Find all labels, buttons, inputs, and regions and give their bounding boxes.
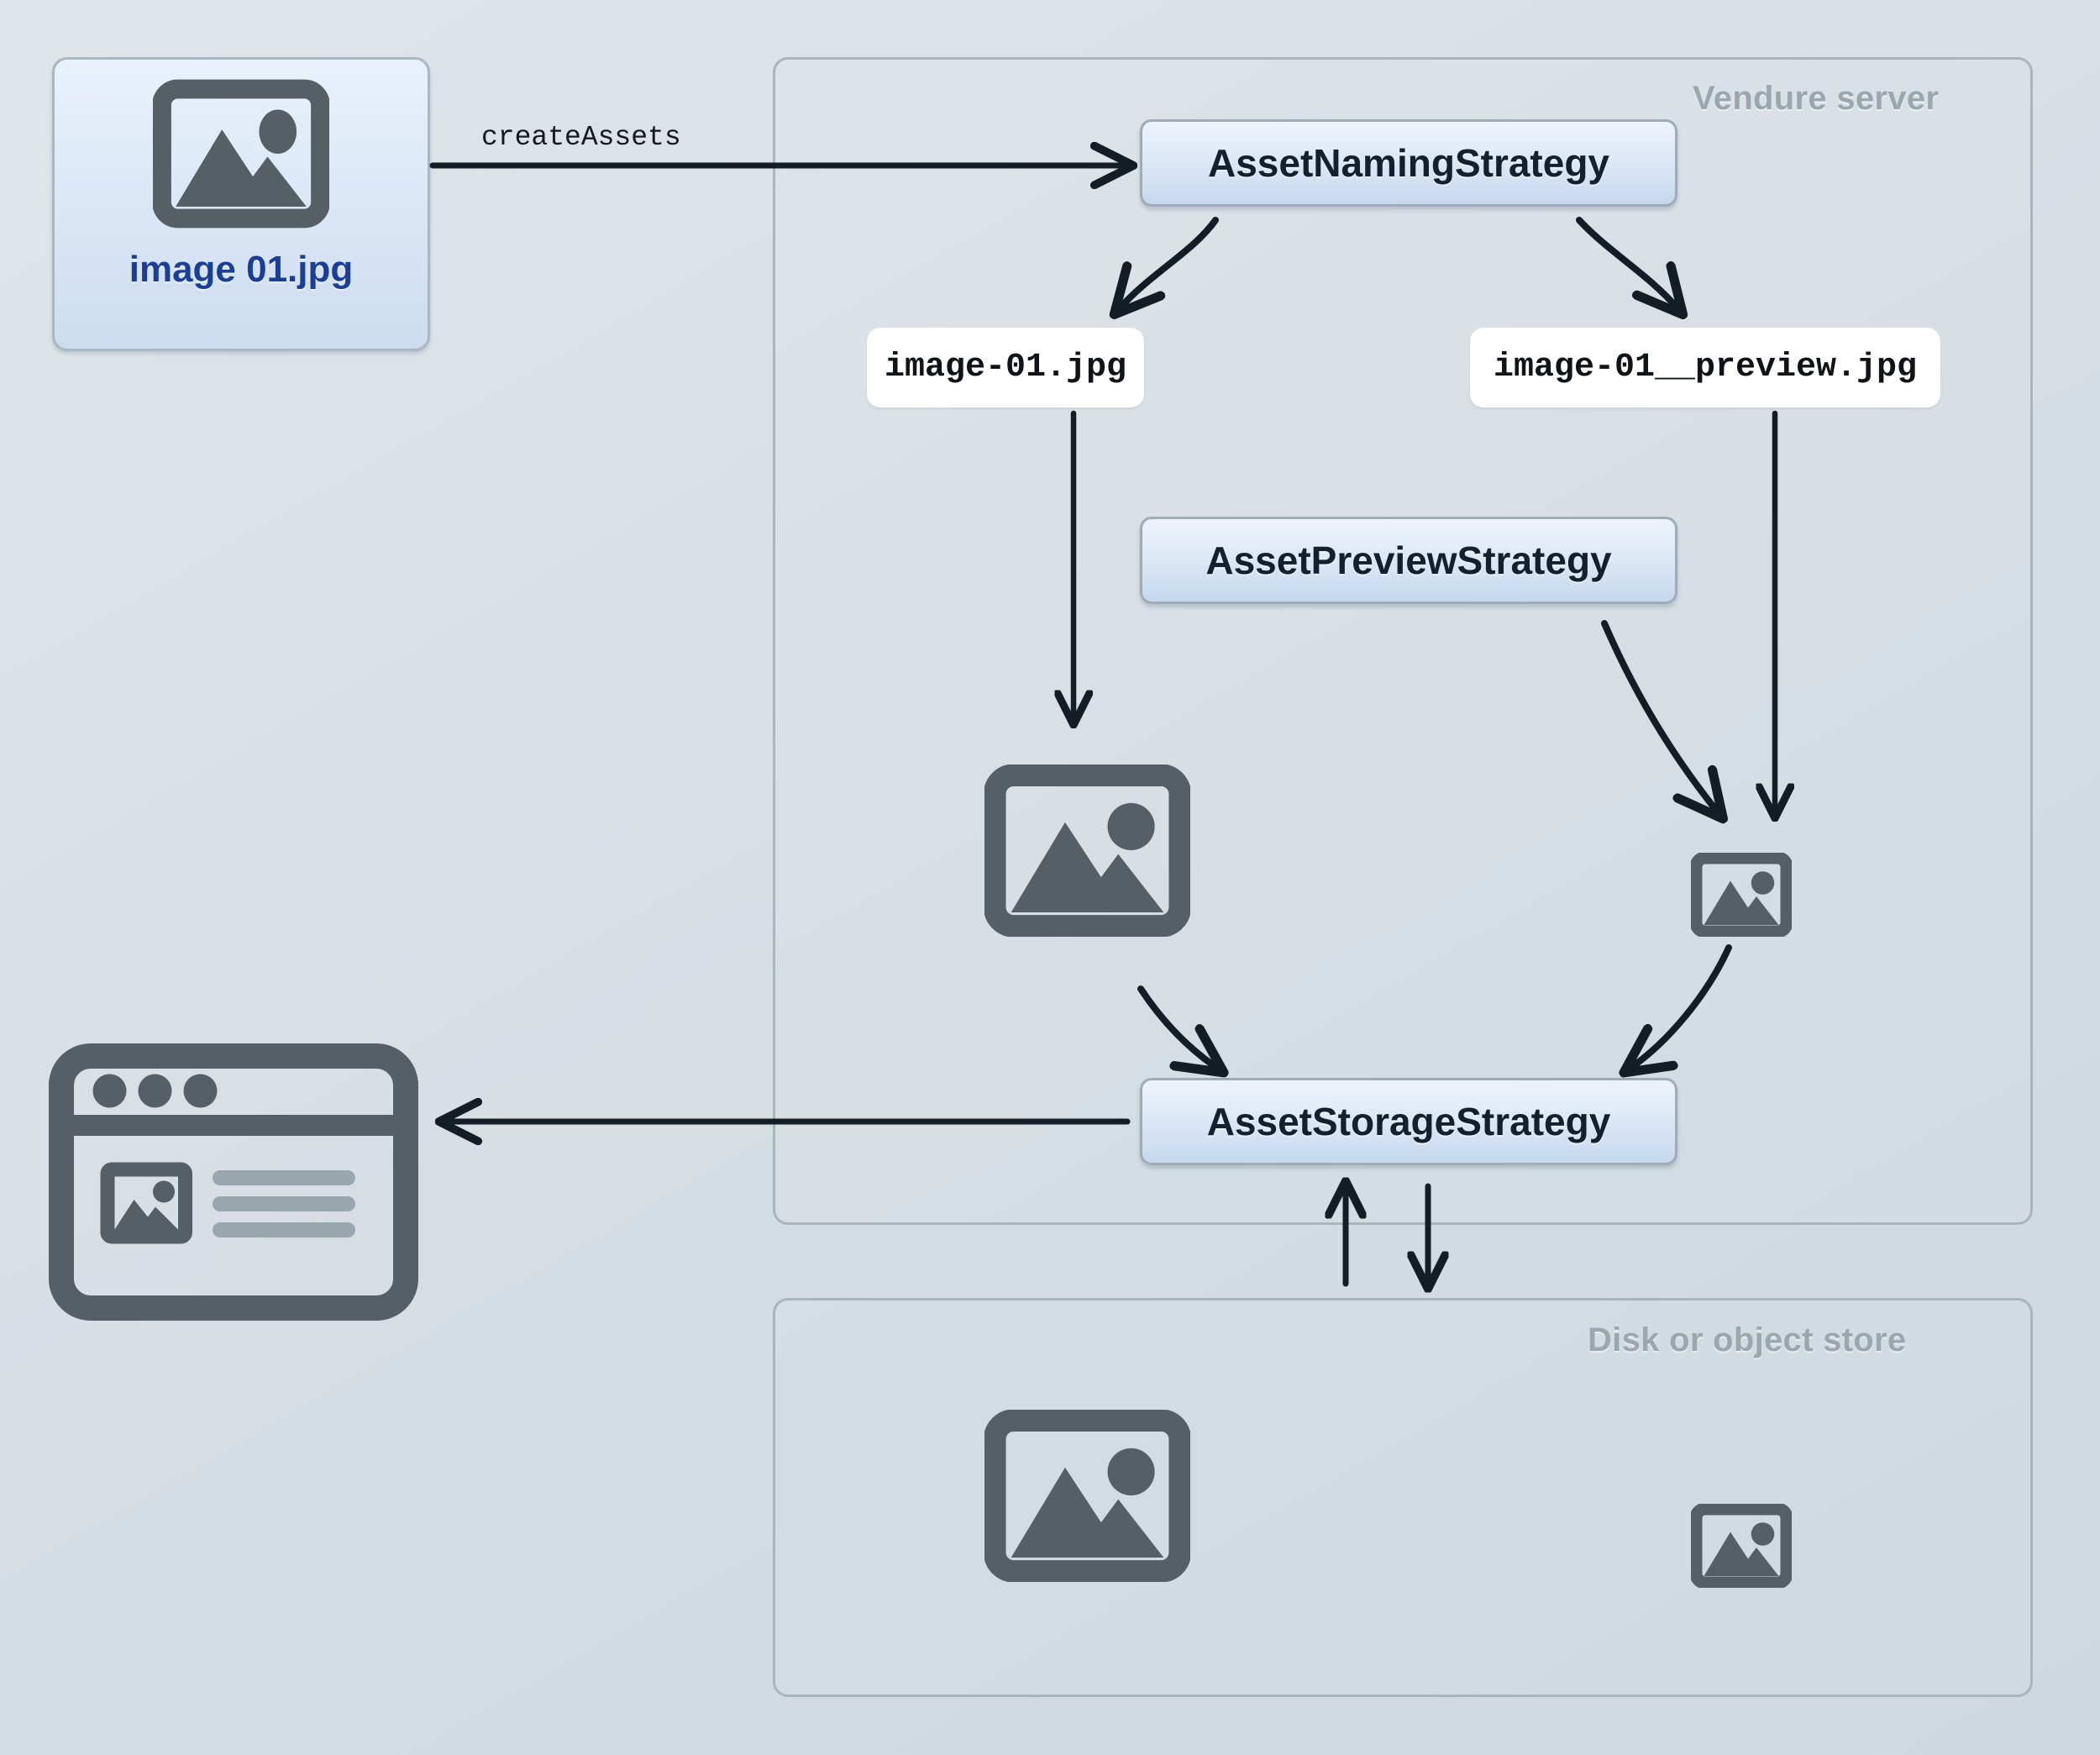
image-placeholder-icon — [152, 78, 330, 234]
group-disk-store-label: Disk or object store — [1588, 1322, 1907, 1358]
browser-window-icon[interactable] — [49, 1043, 418, 1325]
node-asset-naming-strategy[interactable]: AssetNamingStrategy — [1140, 119, 1677, 207]
group-vendure-server-label: Vendure server — [1693, 80, 1940, 117]
node-preview-image-icon — [1689, 851, 1793, 941]
node-asset-storage-strategy[interactable]: AssetStorageStrategy — [1140, 1078, 1677, 1165]
node-stored-original-icon — [983, 1409, 1192, 1586]
node-original-image-icon — [983, 764, 1192, 941]
browser-text-lines — [213, 1170, 355, 1237]
chip-preview-filename: image-01__preview.jpg — [1470, 328, 1940, 407]
chip-original-filename: image-01.jpg — [867, 328, 1144, 407]
group-vendure-server — [773, 57, 2033, 1225]
source-asset-card[interactable]: image 01.jpg — [52, 57, 430, 351]
browser-thumbnail-icon — [100, 1162, 192, 1244]
edge-label-create-assets: createAssets — [481, 122, 681, 153]
node-stored-preview-icon — [1689, 1502, 1793, 1592]
source-asset-label: image 01.jpg — [129, 249, 354, 290]
node-asset-preview-strategy[interactable]: AssetPreviewStrategy — [1140, 517, 1677, 604]
group-disk-store — [773, 1298, 2033, 1697]
